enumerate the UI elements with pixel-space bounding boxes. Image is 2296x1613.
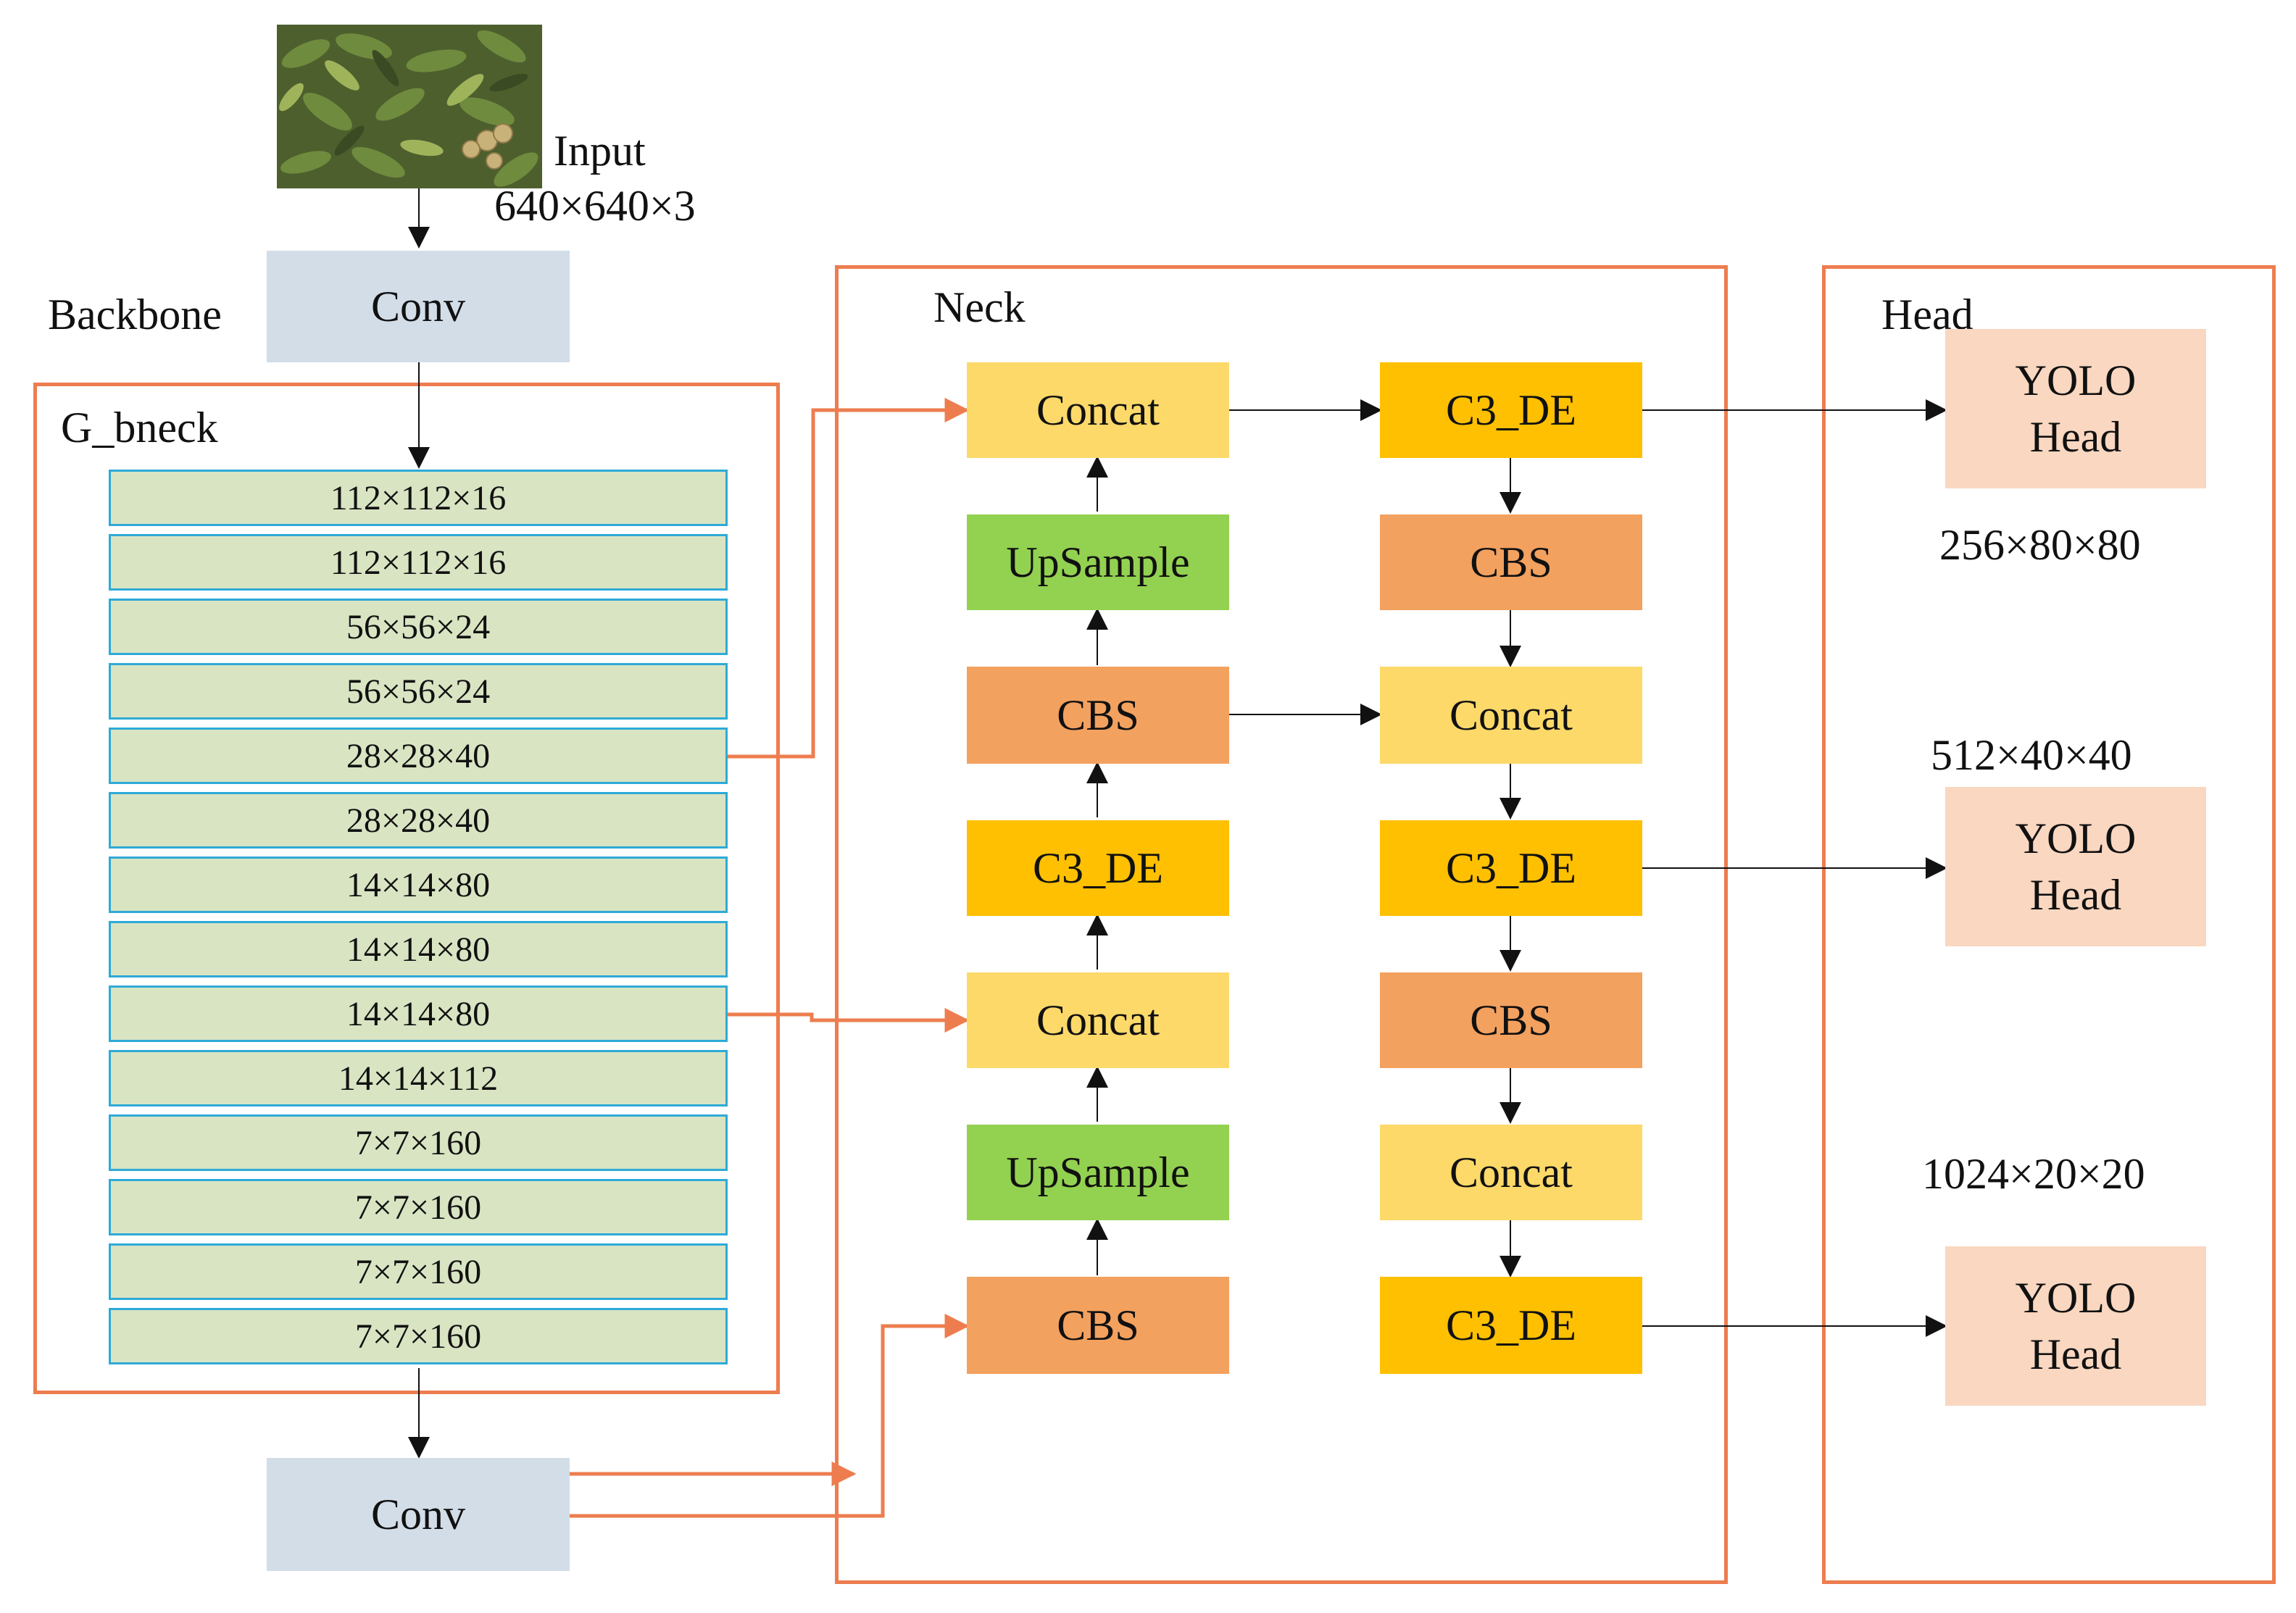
yolo-head-line2: Head: [2029, 871, 2122, 919]
neck-title: Neck: [933, 283, 1026, 331]
g-bneck-frame: [33, 383, 780, 1394]
yolo-head-line1: YOLO: [2015, 1274, 2137, 1322]
head-output-shape: 256×80×80: [1939, 521, 2141, 569]
neck-cbs-block: CBS: [1380, 514, 1642, 610]
input-shape: 640×640×3: [494, 182, 696, 230]
bneck-layer: 56×56×24: [109, 663, 728, 720]
neck-c3de-block: C3_DE: [1380, 362, 1642, 458]
neck-frame: [835, 265, 1728, 1584]
g-bneck-title: G_bneck: [61, 404, 218, 451]
head-output-shape: 512×40×40: [1931, 731, 2132, 779]
yolo-head-line1: YOLO: [2015, 814, 2137, 862]
conv-block-top: Conv: [267, 251, 570, 362]
neck-concat-block: Concat: [967, 972, 1229, 1068]
bneck-layer: 14×14×80: [109, 856, 728, 913]
neck-concat-block: Concat: [1380, 1125, 1642, 1220]
bneck-layer: 112×112×16: [109, 534, 728, 591]
bneck-layer: 14×14×80: [109, 921, 728, 978]
neck-c3de-block: C3_DE: [967, 820, 1229, 916]
neck-c3de-block: C3_DE: [1380, 820, 1642, 916]
yolo-head-block: YOLO Head: [1945, 329, 2206, 488]
input-image: [277, 25, 542, 188]
neck-concat-block: Concat: [1380, 667, 1642, 764]
bneck-layer: 7×7×160: [109, 1114, 728, 1171]
bneck-layer: 28×28×40: [109, 792, 728, 849]
neck-cbs-block: CBS: [1380, 972, 1642, 1068]
bneck-layer: 14×14×80: [109, 985, 728, 1042]
bneck-layer: 14×14×112: [109, 1050, 728, 1106]
bneck-layer: 28×28×40: [109, 728, 728, 784]
bneck-layer: 7×7×160: [109, 1243, 728, 1300]
head-frame: [1822, 265, 2276, 1584]
neck-upsample-block: UpSample: [967, 514, 1229, 610]
bneck-layer: 112×112×16: [109, 470, 728, 526]
bneck-layer: 56×56×24: [109, 599, 728, 655]
input-label: Input: [554, 127, 646, 175]
neck-c3de-block: C3_DE: [1380, 1277, 1642, 1374]
neck-cbs-block: CBS: [967, 667, 1229, 764]
yolo-head-line1: YOLO: [2015, 357, 2137, 404]
conv-block-bottom: Conv: [267, 1458, 570, 1571]
yolo-head-line2: Head: [2029, 1330, 2122, 1378]
head-output-shape: 1024×20×20: [1922, 1150, 2145, 1198]
bneck-layer: 7×7×160: [109, 1179, 728, 1235]
backbone-title: Backbone: [48, 291, 222, 338]
neck-cbs-block: CBS: [967, 1277, 1229, 1374]
bneck-layer: 7×7×160: [109, 1308, 728, 1364]
yolo-head-block: YOLO Head: [1945, 1246, 2206, 1406]
yolo-head-line2: Head: [2029, 413, 2122, 461]
neck-upsample-block: UpSample: [967, 1125, 1229, 1220]
neck-concat-block: Concat: [967, 362, 1229, 458]
yolo-head-block: YOLO Head: [1945, 787, 2206, 946]
